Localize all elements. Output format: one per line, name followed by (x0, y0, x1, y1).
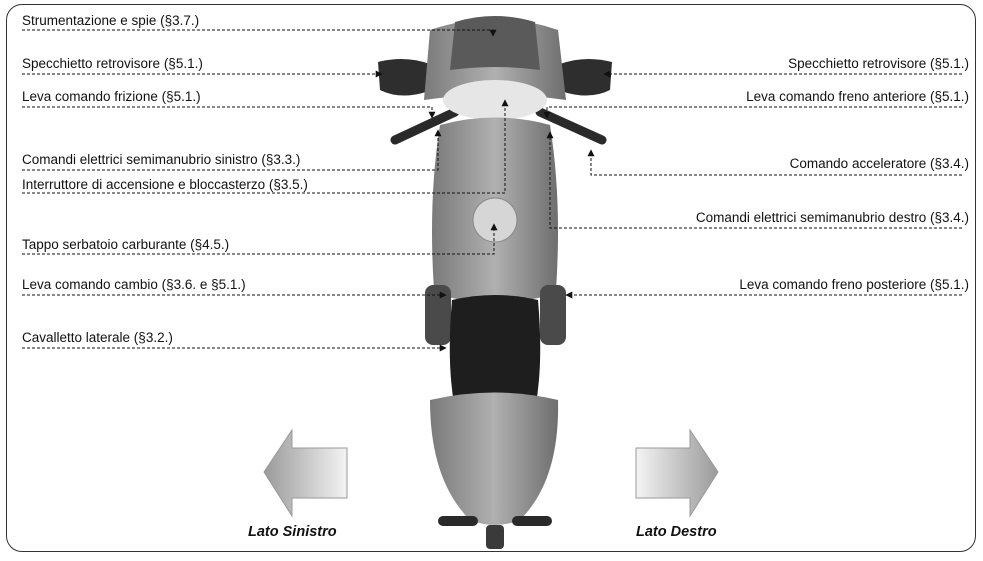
left-mirror (378, 59, 430, 96)
label-leva-frizione: Leva comando frizione (§5.1.) (22, 89, 201, 105)
label-leva-cambio: Leva comando cambio (§3.6. e §5.1.) (22, 277, 246, 293)
instrument-cluster (443, 80, 547, 120)
leader-frizione (22, 107, 432, 118)
right-mirror (560, 59, 612, 96)
label-comandi-sinistro: Comandi elettrici semimanubrio sinistro … (22, 152, 300, 168)
label-interruttore: Interruttore di accensione e bloccasterz… (22, 177, 308, 193)
windscreen (450, 16, 540, 70)
label-leva-freno-posteriore: Leva comando freno posteriore (§5.1.) (739, 277, 969, 293)
label-specchietto-destro: Specchietto retrovisore (§5.1.) (788, 56, 969, 72)
leader-freno-ant (547, 107, 962, 118)
right-leader-lines (547, 74, 962, 295)
tail-section (430, 393, 558, 526)
right-engine-side (540, 285, 566, 345)
leader-strumentazione (22, 30, 493, 36)
label-comandi-destro: Comandi elettrici semimanubrio destro (§… (696, 210, 969, 226)
label-leva-freno-anteriore: Leva comando freno anteriore (§5.1.) (746, 89, 969, 105)
left-engine-side (425, 285, 451, 345)
left-rear-footpeg (438, 516, 478, 526)
label-tappo-serbatoio: Tappo serbatoio carburante (§4.5.) (22, 237, 229, 253)
fuel-cap (473, 198, 517, 242)
right-rear-footpeg (512, 516, 552, 526)
rear-tire (486, 525, 504, 549)
motorcycle (378, 16, 612, 549)
label-acceleratore: Comando acceleratore (§3.4.) (790, 156, 969, 172)
label-lato-destro: Lato Destro (636, 524, 717, 540)
label-strumentazione: Strumentazione e spie (§3.7.) (22, 13, 199, 29)
label-lato-sinistro: Lato Sinistro (248, 524, 337, 540)
label-specchietto-sinistro: Specchietto retrovisore (§5.1.) (22, 56, 203, 72)
left-side-arrow (264, 430, 347, 516)
right-side-arrow (636, 430, 718, 516)
label-cavalletto: Cavalletto laterale (§3.2.) (22, 330, 173, 346)
